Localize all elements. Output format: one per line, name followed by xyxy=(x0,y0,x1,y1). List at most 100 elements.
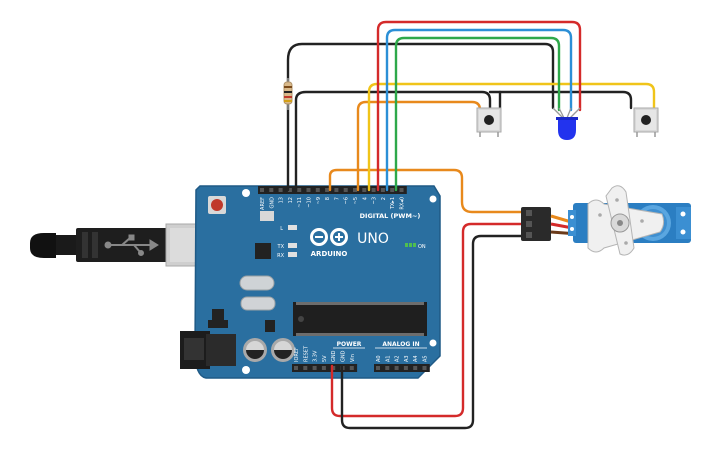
wire-yellow-button xyxy=(367,82,656,192)
pin-socket[interactable] xyxy=(399,188,404,192)
servo-horn[interactable] xyxy=(587,185,665,256)
pin-socket[interactable] xyxy=(303,366,308,370)
pin-label: ~5 xyxy=(353,197,359,204)
pin-socket[interactable] xyxy=(278,188,283,192)
pin-socket[interactable] xyxy=(269,188,274,192)
wire-red-5v-servo xyxy=(330,222,526,418)
pin-socket[interactable] xyxy=(321,366,326,370)
pin-label: ~11 xyxy=(297,197,303,208)
wire-blue-led xyxy=(385,28,573,192)
pin-socket[interactable] xyxy=(422,366,427,370)
pin-label: GND xyxy=(341,350,347,362)
led-rx-label: RX xyxy=(277,253,284,259)
pin-label: A3 xyxy=(404,355,410,362)
capacitor xyxy=(271,338,295,362)
pin-label: RESET xyxy=(303,345,309,362)
pin-socket[interactable] xyxy=(380,188,385,192)
pin-label: 2 xyxy=(381,197,387,200)
pin-socket[interactable] xyxy=(312,366,317,370)
atmega-chip xyxy=(293,302,427,336)
pin-label: A2 xyxy=(395,355,401,362)
pin-label: ~10 xyxy=(307,197,313,208)
pin-label: GND xyxy=(269,197,275,209)
pin-socket[interactable] xyxy=(260,188,264,192)
power-header-label: POWER xyxy=(337,341,362,348)
arduino-uno-board[interactable]: L TX RX ON ARDUINO UNO DIGITAL (PWM~) PO… xyxy=(180,185,441,379)
pin-socket[interactable] xyxy=(315,188,320,192)
usb-cable[interactable] xyxy=(30,223,207,267)
crystal xyxy=(240,296,276,311)
pin-socket[interactable] xyxy=(306,188,311,192)
pin-label: AREF xyxy=(260,197,266,210)
led-l-label: L xyxy=(280,226,283,232)
digital-pin-header[interactable] xyxy=(258,186,407,194)
mount-hole xyxy=(429,339,437,347)
capacitor xyxy=(243,338,267,362)
arduino-logo-icon xyxy=(310,228,348,246)
pin-label: ~3 xyxy=(372,197,378,204)
push-button-1[interactable] xyxy=(476,107,502,137)
chip xyxy=(265,320,275,332)
analog-header-label: ANALOG IN xyxy=(382,341,419,348)
pin-label: 4 xyxy=(362,197,368,200)
pin-label: GND xyxy=(331,350,337,362)
wire-black-gnd-buttons xyxy=(294,90,492,192)
icsp-header xyxy=(260,211,274,221)
pin-socket[interactable] xyxy=(294,366,298,370)
digital-header-label: DIGITAL (PWM~) xyxy=(360,212,421,220)
led-indicators xyxy=(288,225,416,257)
pin-label: A5 xyxy=(423,355,429,362)
servo-motor[interactable] xyxy=(521,185,691,256)
pin-label: 12 xyxy=(288,197,294,203)
pin-label: 13 xyxy=(279,197,285,203)
pin-socket[interactable] xyxy=(403,366,408,370)
led-tx-label: TX xyxy=(277,244,285,250)
pin-label: 3.3V xyxy=(313,350,319,362)
pin-socket[interactable] xyxy=(394,366,399,370)
pin-label: TX▸1 xyxy=(390,197,396,210)
pin-label: 7 xyxy=(334,197,340,200)
usb-icon xyxy=(104,234,159,256)
pin-label: Vin xyxy=(350,354,356,362)
pin-label: ~6 xyxy=(344,197,350,204)
pin-socket[interactable] xyxy=(343,188,348,192)
pin-socket[interactable] xyxy=(353,188,357,192)
wire-orange-button xyxy=(356,100,482,192)
pin-socket[interactable] xyxy=(334,188,339,192)
pin-socket[interactable] xyxy=(287,188,292,192)
pin-socket[interactable] xyxy=(371,188,376,192)
regulator xyxy=(208,320,228,328)
mount-hole xyxy=(429,195,437,203)
model-label: UNO xyxy=(357,231,389,247)
pin-label: A0 xyxy=(376,355,382,362)
servo-connector xyxy=(521,207,551,241)
regulator xyxy=(212,309,224,321)
pin-socket[interactable] xyxy=(376,366,380,370)
push-button-2[interactable] xyxy=(633,107,659,137)
resistor[interactable] xyxy=(283,78,293,110)
pin-socket[interactable] xyxy=(385,366,390,370)
pin-label: ~9 xyxy=(316,197,322,204)
wire-red-led xyxy=(376,20,582,192)
reset-button[interactable] xyxy=(208,196,226,214)
pin-label: A1 xyxy=(385,355,391,362)
pin-socket[interactable] xyxy=(297,188,302,192)
mount-hole xyxy=(242,366,250,374)
wire-black-gnd-servo xyxy=(340,234,526,430)
power-pin-header[interactable] xyxy=(292,364,358,372)
pin-label: IOREF xyxy=(294,347,300,362)
led-on-label: ON xyxy=(418,244,426,250)
pin-socket[interactable] xyxy=(325,188,330,192)
pin-socket[interactable] xyxy=(362,188,367,192)
wire-orange-servo xyxy=(328,168,526,214)
rgb-led[interactable] xyxy=(552,107,581,140)
usb-chip xyxy=(255,243,271,259)
analog-pin-header[interactable] xyxy=(374,364,430,372)
power-jack[interactable] xyxy=(180,331,236,369)
pin-socket[interactable] xyxy=(349,366,354,370)
pin-socket[interactable] xyxy=(413,366,418,370)
pin-socket[interactable] xyxy=(390,188,395,192)
